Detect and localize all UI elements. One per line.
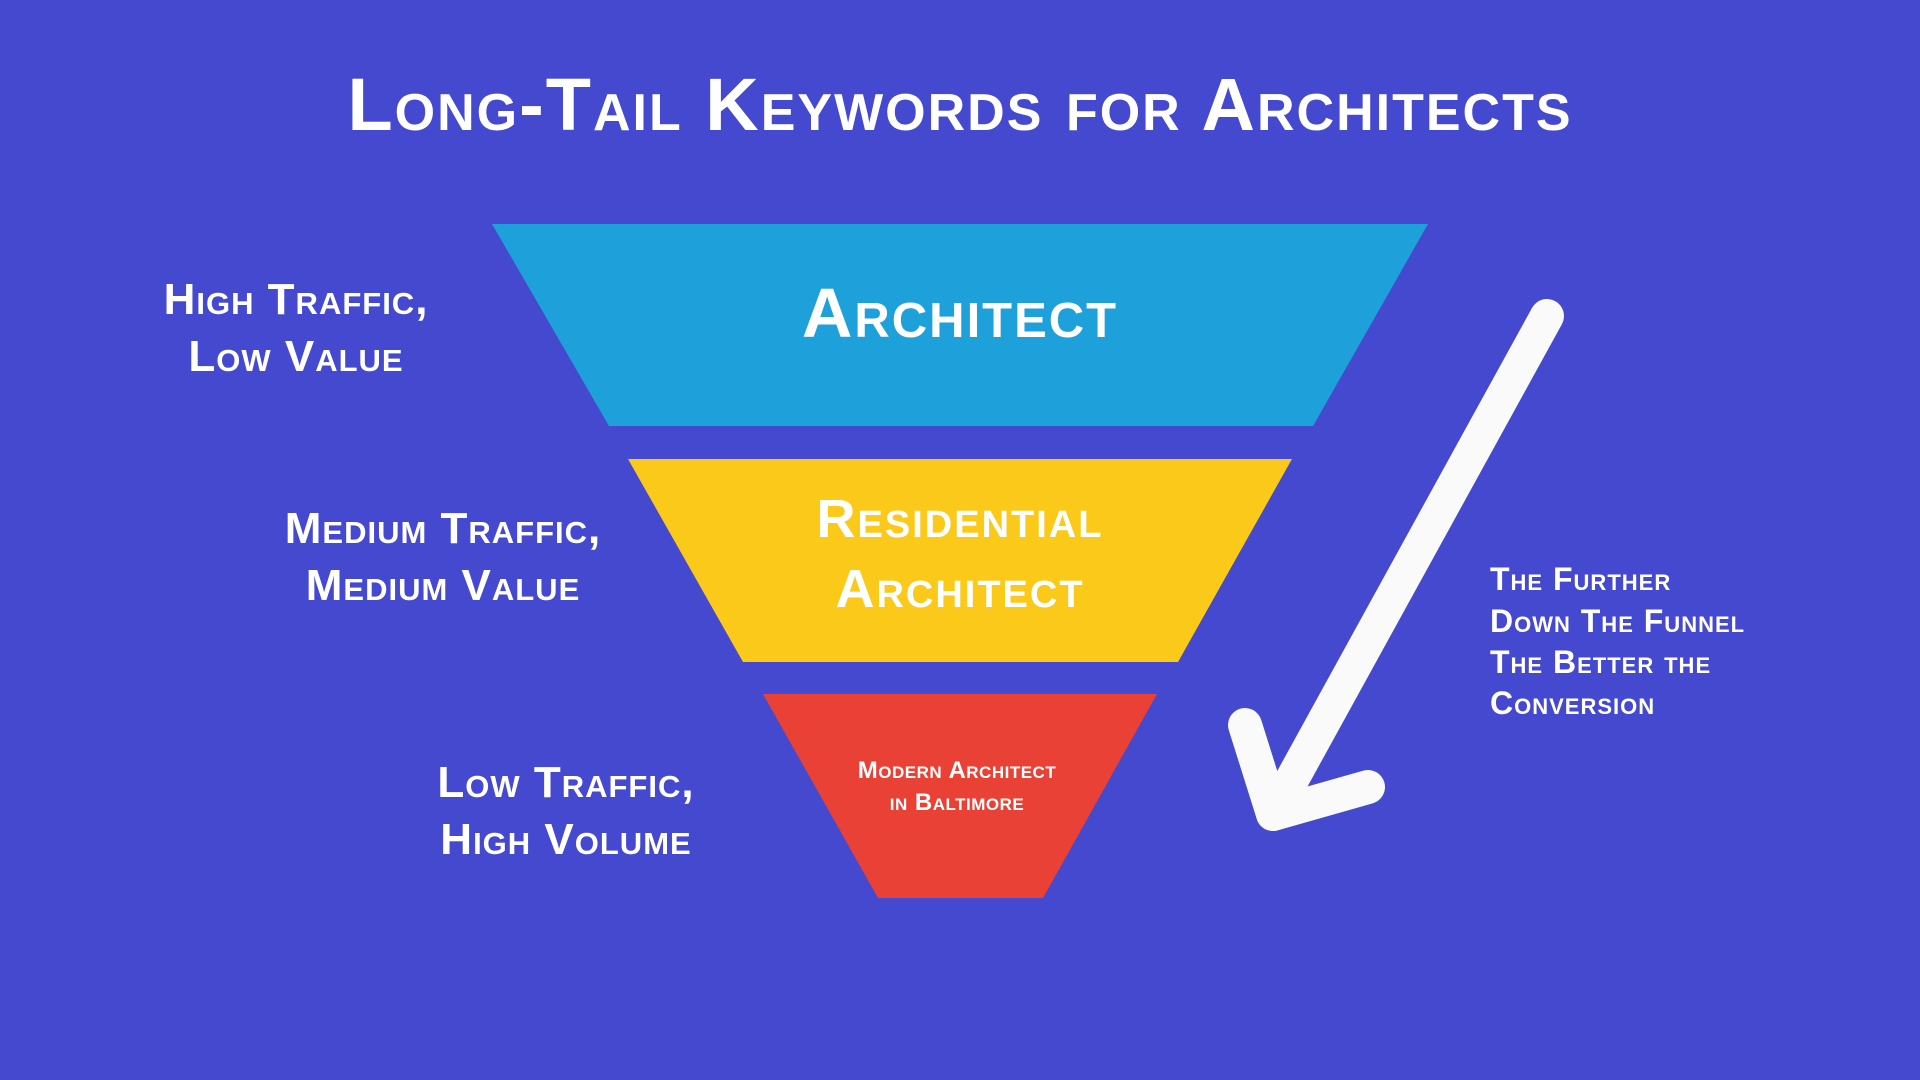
arrow-down-left-icon [1228, 299, 1564, 831]
note-line-2: Down The Funnel [1490, 603, 1745, 639]
tier-3-label-line-2: High Volume [440, 815, 691, 864]
funnel-tier-2 [628, 459, 1292, 662]
tier-2-label-line-1: Medium Traffic, [285, 504, 602, 553]
note-line-4: Conversion [1490, 685, 1655, 721]
tier-3-keyword-line-2: in Baltimore [890, 789, 1025, 816]
tier-1-label-line-2: Low Value [188, 332, 403, 381]
tier-2-keyword-line-2: Architect [835, 559, 1084, 619]
note-line-3: The Better the [1490, 644, 1711, 680]
tier-2-keyword-line-1: Residential [817, 489, 1104, 549]
tier-3-keyword-line-1: Modern Architect [858, 757, 1057, 784]
page-title: Long-Tail Keywords for Architects [347, 63, 1572, 146]
tier-1-keyword: Architect [802, 274, 1118, 352]
tier-2-label-line-2: Medium Value [306, 561, 581, 610]
tier-3-label-line-1: Low Traffic, [437, 758, 694, 807]
tier-1-label-line-1: High Traffic, [164, 275, 429, 324]
note-line-1: The Further [1490, 561, 1671, 597]
funnel-tier-3 [763, 694, 1157, 898]
funnel-tier-1 [492, 224, 1428, 426]
